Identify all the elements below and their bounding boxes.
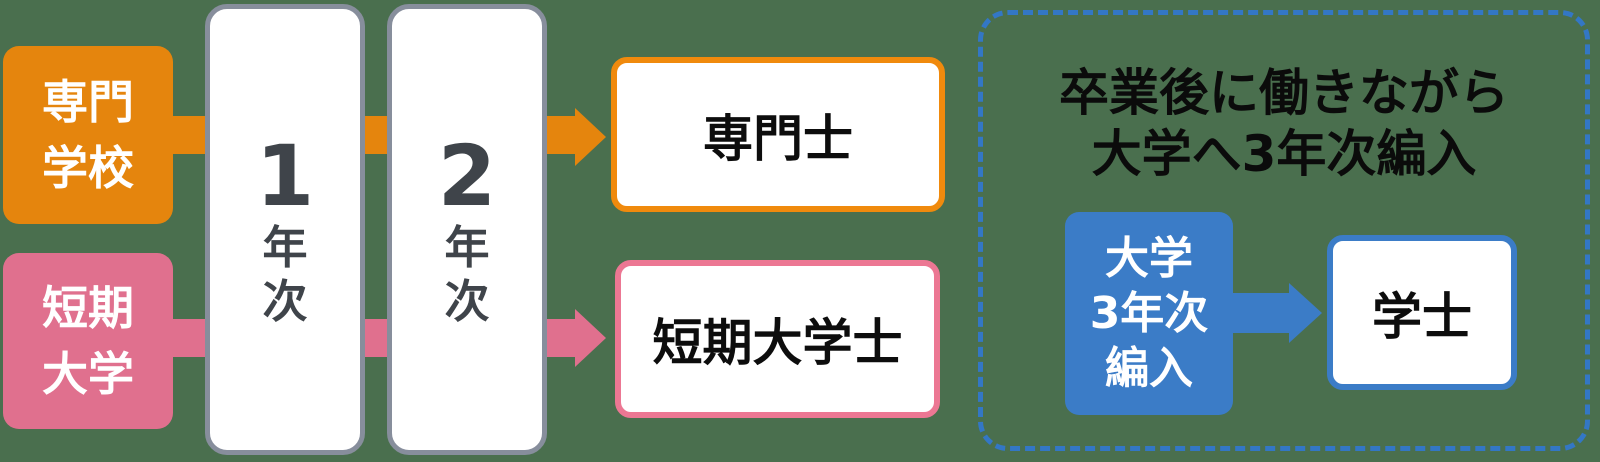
credential-box-gakushi: 学士 — [1327, 235, 1517, 390]
year-number: 1 — [255, 126, 315, 225]
year-number: 2 — [437, 126, 497, 225]
panel-title-line: 大学へ3年次編入 — [1091, 125, 1477, 183]
year-suffix-char: 年 — [444, 220, 490, 274]
source-box-tanki-daigaku: 短期 大学 — [3, 253, 173, 429]
panel-title-line: 卒業後に働きながら — [1059, 64, 1509, 122]
credential-label: 学士 — [1372, 287, 1472, 346]
source-label-line: 大学 — [42, 347, 134, 401]
credential-label: 専門士 — [703, 109, 853, 168]
credential-box-senmonshi: 専門士 — [611, 57, 945, 212]
transfer-box-line: 3年次 — [1089, 288, 1209, 339]
year-suffix-char: 次 — [262, 274, 308, 328]
year-suffix-char: 年 — [262, 220, 308, 274]
source-label-line: 専門 — [42, 75, 134, 129]
year-column-1: 1 年 次 — [205, 4, 365, 455]
transfer-box-line: 大学 — [1105, 233, 1193, 284]
year-suffix-char: 次 — [444, 274, 490, 328]
credential-label: 短期大学士 — [652, 314, 903, 372]
transfer-box-line: 編入 — [1105, 343, 1193, 394]
year-column-2: 2 年 次 — [387, 4, 547, 455]
university-transfer-box: 大学 3年次 編入 — [1065, 212, 1233, 415]
source-box-senmon-gakko: 専門 学校 — [3, 46, 173, 224]
transfer-option-panel: 卒業後に働きながら 大学へ3年次編入 大学 3年次 編入 学士 — [978, 10, 1590, 451]
source-label-line: 学校 — [42, 141, 134, 195]
transfer-arrow-body — [1233, 293, 1289, 333]
transfer-arrowhead-icon — [1289, 283, 1322, 343]
source-label-line: 短期 — [42, 281, 134, 335]
panel-title: 卒業後に働きながら 大学へ3年次編入 — [983, 63, 1585, 185]
credential-box-tanki-daigakushi: 短期大学士 — [615, 260, 940, 418]
tandai-arrowhead-icon — [575, 309, 606, 367]
senmon-arrowhead-icon — [575, 108, 606, 166]
